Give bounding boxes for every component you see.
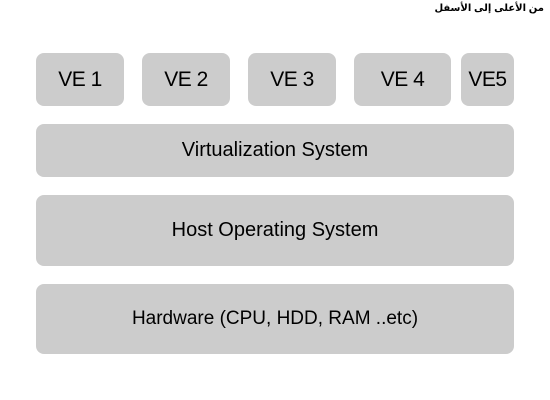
host-os-layer-label: Host Operating System <box>171 219 379 241</box>
ve-box-2: VE 2 <box>142 53 230 106</box>
ve-label-1: VE 1 <box>58 67 102 91</box>
virtualization-layer: Virtualization System <box>36 124 514 177</box>
ve-box-3: VE 3 <box>248 53 336 106</box>
caption-text: من الأعلى إلى الأسفل <box>434 3 544 14</box>
host-os-layer: Host Operating System <box>36 195 514 266</box>
ve-label-5: VE5 <box>468 67 507 91</box>
ve-label-2: VE 2 <box>164 67 208 91</box>
ve-box-4: VE 4 <box>354 53 451 106</box>
ve-box-1: VE 1 <box>36 53 124 106</box>
hardware-layer-label: Hardware (CPU, HDD, RAM ..etc) <box>131 308 419 329</box>
ve-label-3: VE 3 <box>270 67 314 91</box>
ve-label-4: VE 4 <box>380 67 425 91</box>
virtualization-layer-label: Virtualization System <box>181 139 369 161</box>
hardware-layer: Hardware (CPU, HDD, RAM ..etc) <box>36 284 514 354</box>
ve-box-5: VE5 <box>461 53 514 106</box>
